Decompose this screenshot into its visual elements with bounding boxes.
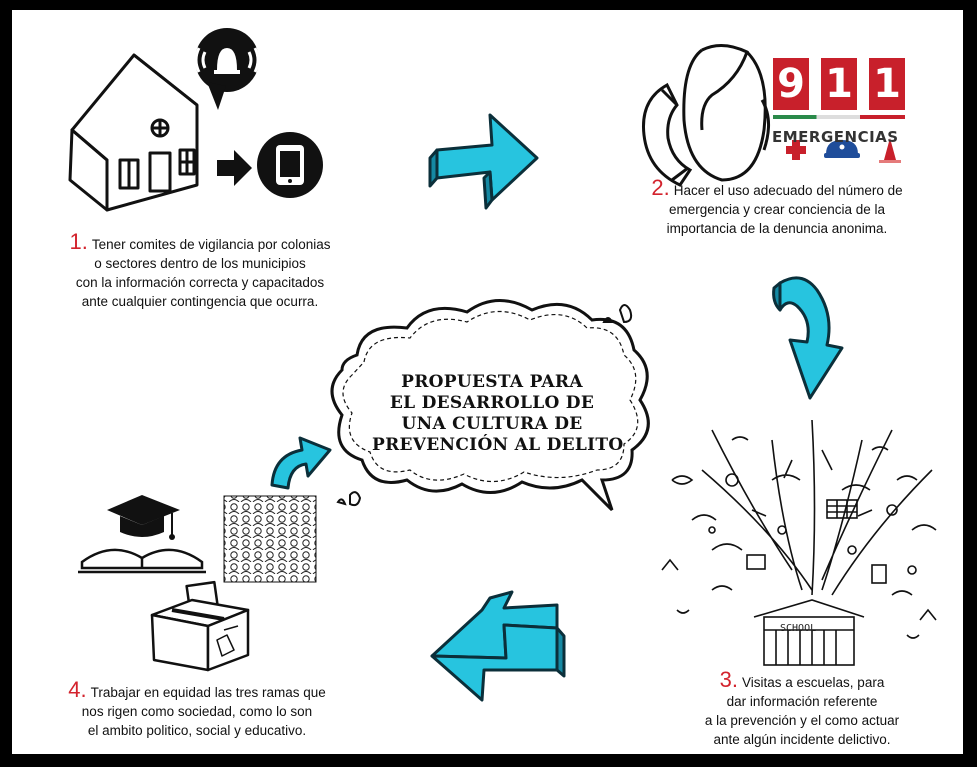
step-text-line: dar información referente xyxy=(726,694,878,709)
police-cap-icon xyxy=(824,140,860,158)
step-number: 1. xyxy=(69,229,88,254)
logo-digit: 9 xyxy=(773,58,809,110)
step-text-line: importancia de la denuncia anonima. xyxy=(666,221,888,236)
phone-handset-icon xyxy=(641,82,693,187)
tablet-icon xyxy=(257,132,323,198)
step-text-line: emergencia y crear conciencia de la xyxy=(668,202,886,217)
red-cross-icon xyxy=(786,140,806,160)
alarm-bell-icon xyxy=(194,28,260,110)
step-text-line: Visitas a escuelas, para xyxy=(742,675,885,690)
step-2: 2.Hacer el uso adecuado del número de em… xyxy=(612,175,942,238)
step-text-line: Hacer el uso adecuado del número de xyxy=(673,183,903,198)
step-number: 2. xyxy=(651,175,670,200)
step-text-line: ante cualquier contingencia que ocurra. xyxy=(81,294,319,309)
infographic-canvas: 9 1 1 EMERGENCIAS SCHOOL PROPUESTA PARA … xyxy=(12,10,963,754)
logo-label: EMERGENCIAS xyxy=(772,128,899,146)
step-1: 1.Tener comites de vigilancia por coloni… xyxy=(30,229,370,311)
small-arrow-icon xyxy=(217,150,252,186)
ballot-box-icon xyxy=(150,580,250,672)
step-number: 4. xyxy=(68,677,87,702)
house-icon xyxy=(68,53,199,212)
step-text-line: o sectores dentro de los municipios xyxy=(94,256,306,271)
fire-icon xyxy=(879,138,901,163)
step-text-line: nos rigen como sociedad, como lo son xyxy=(81,704,313,719)
center-title-line: PROPUESTA PARA xyxy=(401,372,583,392)
school-icon xyxy=(661,419,937,666)
step-3: 3. Visitas a escuelas, para dar informaci… xyxy=(662,667,942,749)
step-text-line: Tener comites de vigilancia por colonias xyxy=(91,237,331,252)
arrow-curve-icon xyxy=(270,436,332,490)
center-title-line: PREVENCIÓN AL DELITO xyxy=(372,435,624,455)
center-title: PROPUESTA PARA EL DESARROLLO DE UNA CULT… xyxy=(372,372,624,456)
step-text-line: a la prevención y el como actuar xyxy=(704,713,900,728)
step-text-line: con la información correcta y capacitado… xyxy=(75,275,325,290)
arrow-right-icon xyxy=(428,113,539,210)
step-text-line: el ambito politico, social y educativo. xyxy=(87,723,307,738)
logo-digit: 1 xyxy=(869,58,905,110)
school-sign: SCHOOL xyxy=(780,623,817,634)
crowd-icon xyxy=(223,495,317,583)
arrow-down-icon xyxy=(772,276,844,400)
center-title-line: UNA CULTURA DE xyxy=(401,414,583,434)
step-text-line: Trabajar en equidad las tres ramas que xyxy=(90,685,326,700)
arrow-left-icon xyxy=(430,590,566,702)
logo-digit: 1 xyxy=(821,58,857,110)
center-title-line: EL DESARROLLO DE xyxy=(389,393,595,413)
step-number: 3. xyxy=(719,667,738,692)
step-4: 4.Trabajar en equidad las tres ramas que… xyxy=(37,677,357,740)
thought-cloud-icon xyxy=(330,299,650,512)
graduation-cap-icon xyxy=(107,495,180,540)
woman-face-icon xyxy=(682,44,770,182)
open-book-icon xyxy=(78,548,206,574)
logo-stripe xyxy=(773,115,905,119)
illustration-layer xyxy=(68,28,937,702)
step-text-line: ante algún incidente delictivo. xyxy=(713,732,891,747)
